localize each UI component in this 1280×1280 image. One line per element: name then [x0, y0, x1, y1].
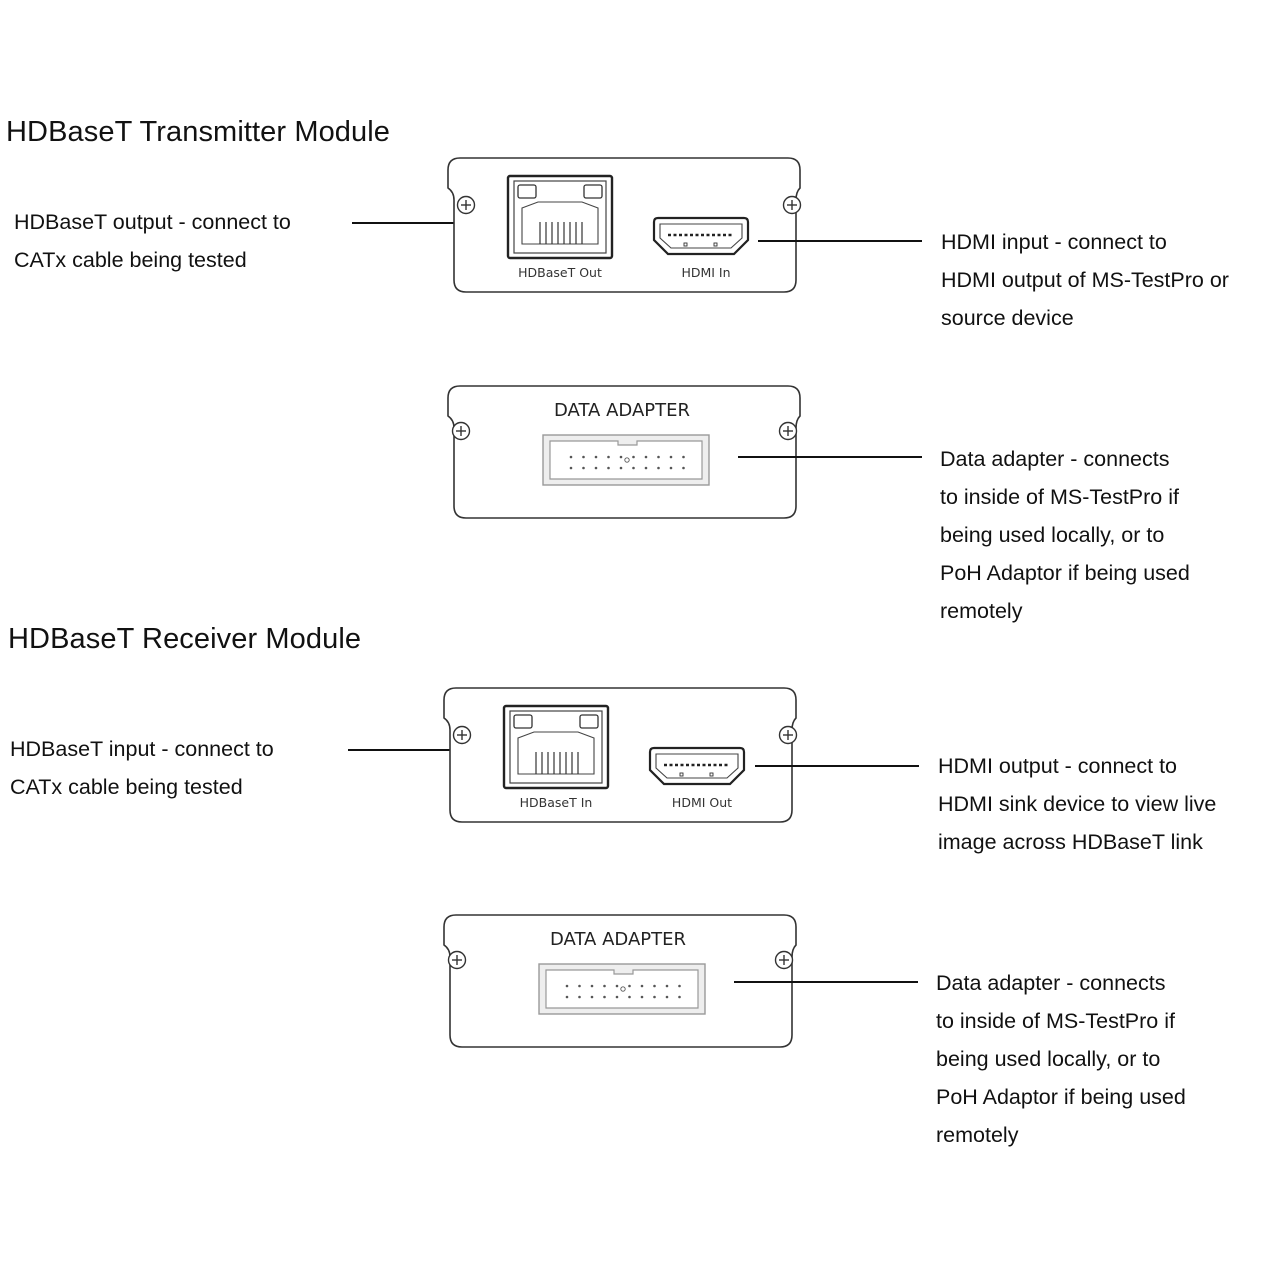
- hdmi-port-icon: [648, 746, 746, 786]
- tx-data-adapter-callout: Data adapter - connects to inside of MS-…: [940, 447, 1190, 623]
- data-connector-icon: [542, 434, 710, 486]
- screw-icon: [451, 421, 471, 441]
- data-pin: [578, 995, 581, 999]
- tx-io-module-panel: HDBaseT Out HDMI In: [447, 157, 802, 293]
- data-pin: [665, 995, 669, 999]
- data-pin: [644, 466, 648, 470]
- data-pin: [653, 995, 656, 999]
- data-adapter-label: DATA ADAPTER: [554, 400, 690, 421]
- hdmi-port-icon: [652, 216, 750, 256]
- data-pin: [615, 995, 619, 999]
- tx-hdmi-leader-line: [758, 240, 922, 242]
- port-label-rj45: HDBaseT Out: [518, 265, 602, 280]
- data-pin: [632, 455, 635, 459]
- rx-hdmi-output-callout: HDMI output - connect to HDMI sink devic…: [938, 754, 1217, 854]
- data-pin: [669, 455, 673, 459]
- data-pin: [603, 995, 606, 999]
- port-label-hdmi: HDMI In: [681, 265, 730, 280]
- data-pin: [607, 455, 610, 459]
- data-pin: [594, 466, 598, 470]
- data-pin: [594, 455, 598, 459]
- screw-icon: [778, 725, 798, 745]
- data-pin: [640, 984, 644, 988]
- data-pin: [582, 466, 585, 470]
- rx-hdmi-leader-line: [755, 765, 919, 767]
- data-pin: [578, 984, 581, 988]
- data-pin: [682, 466, 685, 470]
- rx-io-module-panel: HDBaseT In HDMI Out: [443, 687, 798, 823]
- tx-hdmi-input-callout: HDMI input - connect to HDMI output of M…: [941, 230, 1229, 330]
- data-pin: [590, 995, 594, 999]
- rx-data-adapter-callout: Data adapter - connects to inside of MS-…: [936, 971, 1186, 1147]
- rx-hdbaset-input-callout: HDBaseT input - connect to CATx cable be…: [10, 737, 274, 799]
- data-pin: [653, 984, 656, 988]
- rx-data-leader-line: [734, 981, 918, 983]
- data-pin: [569, 466, 573, 470]
- data-pin: [657, 466, 660, 470]
- data-pin: [565, 995, 569, 999]
- data-pin: [665, 984, 669, 988]
- screw-icon: [774, 950, 794, 970]
- rj45-port-icon: [506, 174, 614, 260]
- rx-data-adapter-panel: DATA ADAPTER: [443, 914, 797, 1048]
- screw-icon: [447, 950, 467, 970]
- tx-data-adapter-panel: DATA ADAPTER: [447, 385, 801, 519]
- data-pin: [628, 984, 631, 988]
- rj45-port-icon: [502, 704, 610, 790]
- data-pin: [607, 466, 610, 470]
- tx-hdbaset-leader-line: [352, 222, 502, 224]
- data-pin: [569, 455, 573, 459]
- data-adapter-label: DATA ADAPTER: [550, 929, 686, 950]
- data-pin: [603, 984, 606, 988]
- tx-hdbaset-output-callout: HDBaseT output - connect to CATx cable b…: [14, 210, 291, 272]
- data-pin: [615, 984, 619, 988]
- data-pin: [619, 455, 623, 459]
- data-pin: [678, 984, 681, 988]
- data-pin: [632, 466, 635, 470]
- screw-icon: [778, 421, 798, 441]
- data-pin: [682, 455, 685, 459]
- screw-icon: [782, 195, 802, 215]
- data-pin: [657, 455, 660, 459]
- data-pin: [640, 995, 644, 999]
- data-connector-icon: [538, 963, 706, 1015]
- port-label-hdmi: HDMI Out: [672, 795, 732, 810]
- tx-data-leader-line: [738, 456, 922, 458]
- data-pin: [582, 455, 585, 459]
- data-pin: [590, 984, 594, 988]
- data-pin: [619, 466, 623, 470]
- data-pin: [669, 466, 673, 470]
- screw-icon: [456, 195, 476, 215]
- screw-icon: [452, 725, 472, 745]
- data-pin: [678, 995, 681, 999]
- receiver-section-title: HDBaseT Receiver Module: [8, 623, 362, 655]
- port-label-rj45: HDBaseT In: [520, 795, 593, 810]
- data-pin: [644, 455, 648, 459]
- transmitter-section-title: HDBaseT Transmitter Module: [6, 116, 391, 148]
- data-pin: [565, 984, 569, 988]
- data-pin: [628, 995, 631, 999]
- rx-hdbaset-leader-line: [348, 749, 498, 751]
